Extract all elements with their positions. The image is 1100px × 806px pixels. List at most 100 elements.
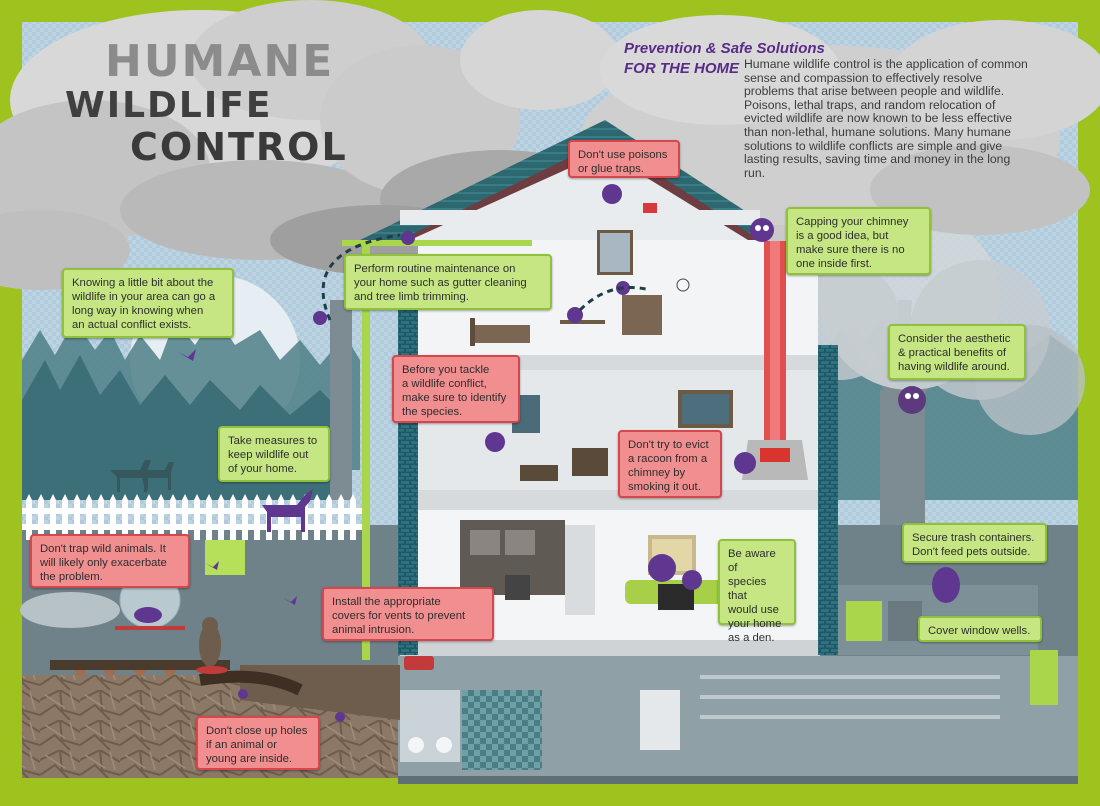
tip-den-text: Be aware of species that would use your …	[728, 548, 782, 644]
fence-picket	[314, 494, 320, 540]
burrow	[199, 670, 303, 696]
trash-bin-green	[846, 601, 882, 641]
bird-icon	[178, 349, 196, 361]
baby-animal-burrow	[238, 689, 248, 699]
owl-in-tree	[898, 386, 926, 414]
tip-holes-text: Don't close up holes if an animal or you…	[206, 725, 308, 765]
fence-picket	[218, 494, 224, 540]
washer	[400, 690, 460, 762]
groundhog	[199, 623, 221, 667]
tip-know-wildlife-text: Knowing a little bit about the wildlife …	[72, 277, 216, 331]
bathroom-cabinet	[520, 465, 558, 481]
purple-deer	[262, 489, 313, 532]
skunk	[134, 607, 162, 623]
fence-picket	[62, 494, 68, 540]
laundry-floor	[462, 690, 542, 770]
basement-shelves	[700, 675, 1000, 719]
tip-measures-text: Take measures to keep wildlife out of yo…	[228, 435, 318, 475]
fence-picket	[122, 494, 128, 540]
squirrel-path	[321, 233, 401, 321]
tip-trash: Secure trash containers. Don't feed pets…	[902, 523, 1047, 563]
gutter	[342, 240, 532, 246]
bear-large	[648, 554, 676, 582]
tree-trunk	[880, 390, 925, 540]
tip-smoking: Don't try to evict a racoon from a chimn…	[618, 430, 722, 498]
fence-picket	[230, 494, 236, 540]
fence-picket	[134, 494, 140, 540]
tip-trash-text: Secure trash containers. Don't feed pets…	[912, 532, 1035, 558]
brick-column-right	[818, 345, 838, 655]
hedgehog-bathroom	[485, 432, 505, 452]
fence-picket	[254, 494, 260, 540]
fence-picket	[86, 494, 92, 540]
tip-poisons-text: Don't use poisons or glue traps.	[578, 149, 668, 175]
fence-picket	[242, 494, 248, 540]
owl-attic	[602, 184, 622, 204]
tip-measures: Take measures to keep wildlife out of yo…	[218, 426, 330, 482]
garden-gate	[205, 540, 245, 575]
title-line-1: HUMANE	[105, 36, 335, 87]
tip-know-wildlife: Knowing a little bit about the wildlife …	[62, 268, 234, 338]
fence-picket	[158, 494, 164, 540]
tip-maintenance-text: Perform routine maintenance on your home…	[354, 263, 527, 303]
fence-picket	[182, 494, 188, 540]
fence-picket	[110, 494, 116, 540]
picket-fence	[22, 508, 362, 530]
fence-picket	[206, 494, 212, 540]
bear-small	[682, 570, 702, 590]
fence-picket	[50, 494, 56, 540]
intro-heading-1: Prevention & Safe Solutions	[624, 40, 825, 57]
vent-cover	[404, 656, 434, 670]
tip-trap-text: Don't trap wild animals. It will likely …	[40, 543, 167, 583]
tip-aesthetic-text: Consider the aesthetic & practical benef…	[898, 333, 1011, 373]
deer-silhouettes	[110, 460, 174, 492]
window-well	[1030, 650, 1058, 705]
fence-picket	[146, 494, 152, 540]
vegetable-garden	[50, 660, 230, 676]
tip-identify: Before you tackle a wildlife conflict, m…	[392, 355, 520, 423]
raccoon-on-chimney	[750, 218, 774, 242]
fence-picket	[38, 494, 44, 540]
tip-holes: Don't close up holes if an animal or you…	[196, 716, 320, 770]
desk	[560, 320, 605, 324]
fence-picket	[194, 494, 200, 540]
tip-chimney-cap: Capping your chimney is a good idea, but…	[786, 207, 931, 275]
squirrel-gutter	[401, 231, 415, 245]
trash-bin-grey	[888, 601, 922, 641]
hall-cabinet	[572, 448, 608, 476]
tip-chimney-cap-text: Capping your chimney is a good idea, but…	[796, 216, 909, 270]
tip-window-wells-text: Cover window wells.	[928, 625, 1031, 637]
fence-picket	[74, 494, 80, 540]
fence-picket	[170, 494, 176, 540]
squirrel-bedroom	[567, 307, 583, 323]
raccoon-in-fireplace	[734, 452, 756, 474]
fence-picket	[326, 494, 332, 540]
intro-body: Humane wildlife control is the applicati…	[744, 57, 1028, 180]
fence-picket	[350, 494, 356, 540]
poison-bottle	[643, 203, 657, 213]
fox	[932, 567, 960, 603]
squirrel-tree	[313, 311, 327, 325]
tip-smoking-text: Don't try to evict a racoon from a chimn…	[628, 439, 709, 493]
title-line-3: CONTROL	[130, 125, 348, 169]
water-heater	[640, 690, 680, 750]
tip-poisons: Don't use poisons or glue traps.	[568, 140, 680, 178]
tip-aesthetic: Consider the aesthetic & practical benef…	[888, 324, 1026, 380]
intro-heading-2: FOR THE HOME	[624, 60, 739, 77]
bed	[470, 325, 530, 343]
tip-window-wells: Cover window wells.	[918, 616, 1042, 642]
tip-vents-text: Install the appropriate covers for vents…	[332, 596, 466, 636]
tip-maintenance: Perform routine maintenance on your home…	[344, 254, 552, 310]
tip-vents: Install the appropriate covers for vents…	[322, 587, 494, 641]
tip-den: Be aware of species that would use your …	[718, 539, 796, 644]
tip-trap: Don't trap wild animals. It will likely …	[30, 534, 190, 588]
fence-picket	[338, 494, 344, 540]
title-line-2: WILDLIFE	[65, 85, 273, 126]
tip-identify-text: Before you tackle a wildlife conflict, m…	[402, 364, 507, 418]
fence-picket	[26, 494, 32, 540]
bookshelf	[622, 295, 662, 335]
downspout	[362, 240, 370, 660]
fence-picket	[98, 494, 104, 540]
